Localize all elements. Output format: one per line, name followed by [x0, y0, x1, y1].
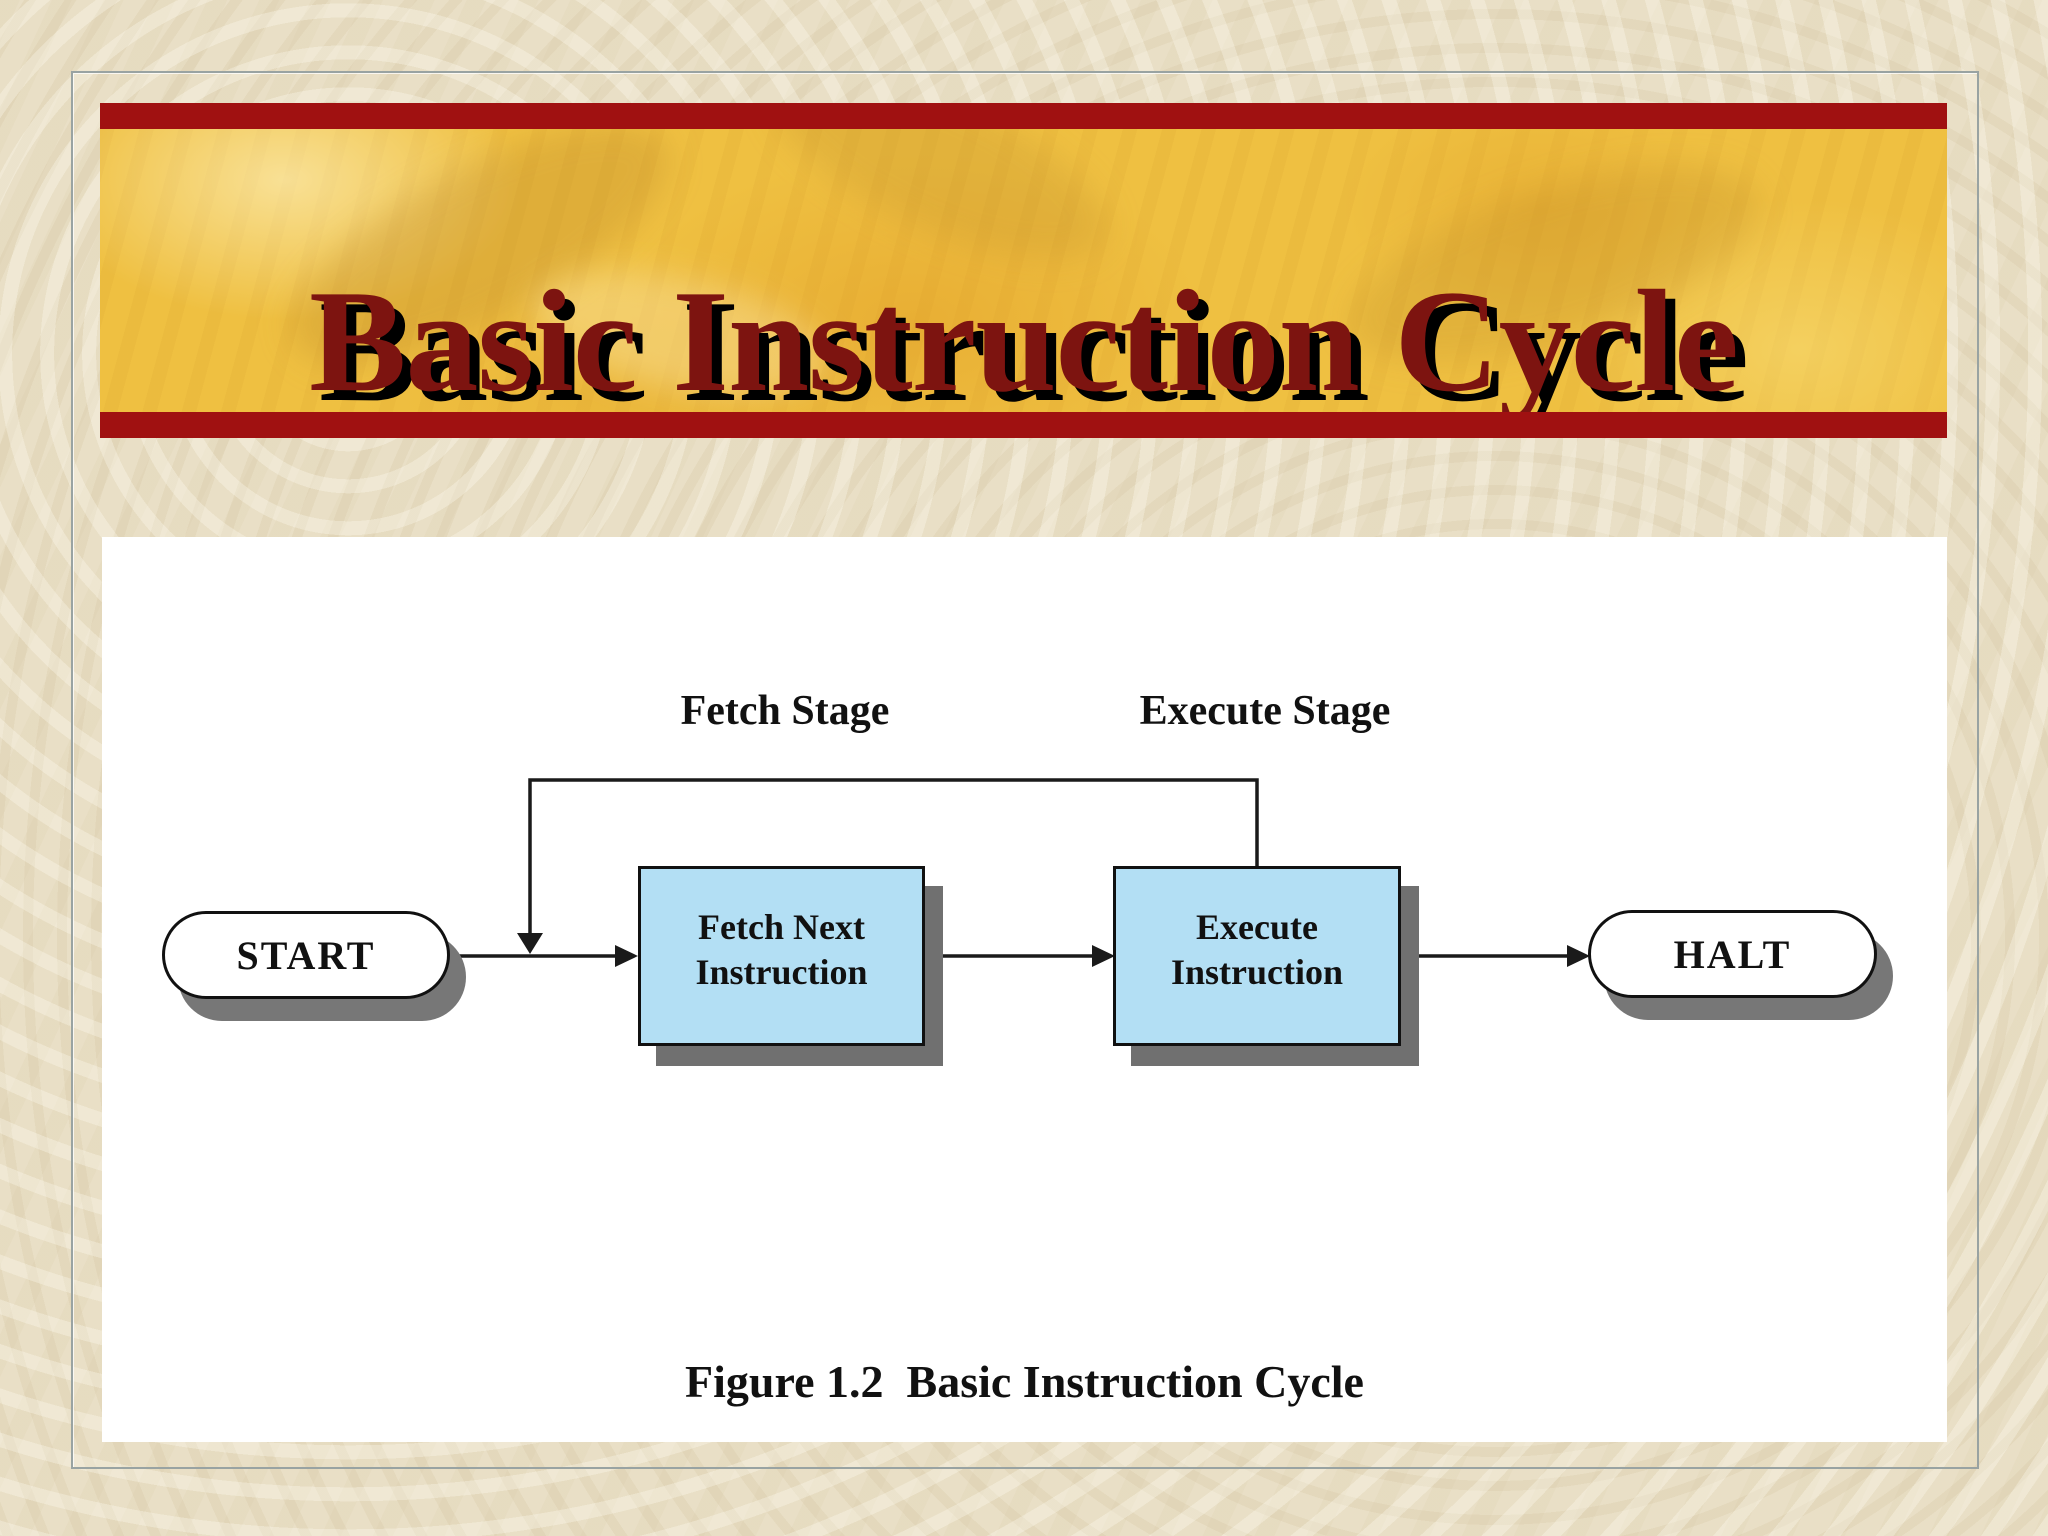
- execute-box-label-line2: Instruction: [1170, 952, 1344, 992]
- start-terminator-node: START: [162, 911, 450, 999]
- slide-frame-border: [71, 71, 1979, 1469]
- banner-bottom-rule: [100, 412, 1947, 438]
- fetch-stage-label: Fetch Stage: [680, 688, 890, 734]
- execute-stage-label: Execute Stage: [1139, 688, 1391, 734]
- fetch-box-label-line2: Instruction: [695, 952, 868, 992]
- fetch-box-label-line1: Fetch Next: [698, 907, 865, 947]
- execute-box-label-line1: Execute: [1196, 907, 1318, 947]
- start-label: START: [236, 932, 376, 978]
- banner-gold-background: Basic Instruction Cycle: [100, 129, 1947, 412]
- banner-top-rule: [100, 103, 1947, 129]
- title-banner: Basic Instruction Cycle: [100, 103, 1947, 438]
- halt-label: HALT: [1673, 931, 1792, 977]
- fetch-next-instruction-box: Fetch Next Instruction: [638, 866, 925, 1046]
- halt-terminator-node: HALT: [1588, 910, 1877, 998]
- figure-caption: Figure 1.2 Basic Instruction Cycle: [685, 1356, 1364, 1407]
- execute-instruction-box: Execute Instruction: [1113, 866, 1401, 1046]
- slide-title: Basic Instruction Cycle: [309, 260, 1739, 412]
